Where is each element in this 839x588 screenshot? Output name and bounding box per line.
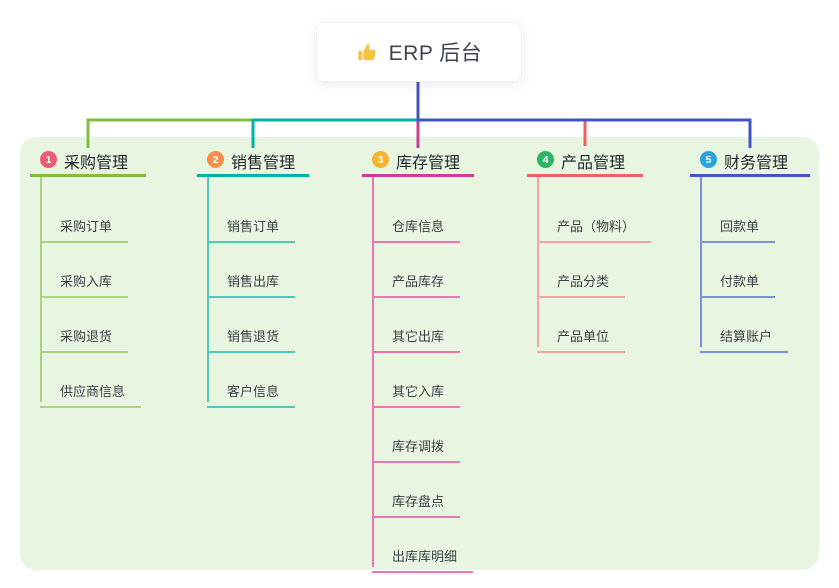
child-node-label: 供应商信息 <box>60 384 126 399</box>
child-node[interactable]: 采购订单 <box>40 195 129 243</box>
child-node[interactable]: 销售订单 <box>207 195 296 243</box>
child-node-label: 仓库信息 <box>392 219 445 234</box>
branch-spine-line <box>40 177 42 402</box>
branch-header[interactable]: 1 采购管理 <box>30 147 146 177</box>
branch-spine-line <box>700 177 702 347</box>
branch-header[interactable]: 2 销售管理 <box>197 147 309 177</box>
child-node-label: 销售退货 <box>227 329 280 344</box>
branch-spine-line <box>207 177 209 402</box>
branch-number-badge: 5 <box>700 151 717 168</box>
child-node[interactable]: 采购退货 <box>40 305 129 353</box>
child-node[interactable]: 出库库明细 <box>372 525 474 573</box>
child-node-label: 采购入库 <box>60 274 113 289</box>
child-node-label: 其它出库 <box>392 329 445 344</box>
branch-title: 库存管理 <box>396 154 461 172</box>
child-node[interactable]: 仓库信息 <box>372 195 461 243</box>
child-node-label: 销售出库 <box>227 274 280 289</box>
branch-title: 财务管理 <box>724 154 789 172</box>
child-node-label: 库存调拨 <box>392 439 445 454</box>
child-node-label: 产品分类 <box>557 274 610 289</box>
child-node-label: 回款单 <box>720 219 760 234</box>
child-node-label: 出库库明细 <box>392 549 458 564</box>
branch-number-badge: 4 <box>537 151 554 168</box>
branch-spine-line <box>537 177 539 347</box>
child-node[interactable]: 产品库存 <box>372 250 461 298</box>
child-node-label: 采购退货 <box>60 329 113 344</box>
thumbs-up-icon <box>356 41 379 64</box>
child-node[interactable]: 付款单 <box>700 250 776 298</box>
child-node[interactable]: 供应商信息 <box>40 360 142 408</box>
child-node[interactable]: 其它入库 <box>372 360 461 408</box>
branch-title: 产品管理 <box>561 154 626 172</box>
child-node[interactable]: 其它出库 <box>372 305 461 353</box>
branch-spine-line <box>372 177 374 567</box>
child-node[interactable]: 库存盘点 <box>372 470 461 518</box>
root-node-erp[interactable]: ERP 后台 <box>316 22 522 82</box>
branch-number-badge: 2 <box>207 151 224 168</box>
branch-header[interactable]: 4 产品管理 <box>527 147 643 177</box>
branch-number-badge: 3 <box>372 151 389 168</box>
child-node[interactable]: 销售退货 <box>207 305 296 353</box>
child-node[interactable]: 产品分类 <box>537 250 626 298</box>
child-node-label: 产品单位 <box>557 329 610 344</box>
child-node[interactable]: 销售出库 <box>207 250 296 298</box>
child-node-label: 采购订单 <box>60 219 113 234</box>
child-node-label: 产品（物料） <box>557 219 636 234</box>
branch-header[interactable]: 5 财务管理 <box>690 147 810 177</box>
child-node-label: 结算账户 <box>720 329 773 344</box>
child-node-label: 产品库存 <box>392 274 445 289</box>
branch-number-badge: 1 <box>40 151 57 168</box>
child-node-label: 客户信息 <box>227 384 280 399</box>
mindmap-panel <box>20 137 819 570</box>
child-node-label: 其它入库 <box>392 384 445 399</box>
branch-title: 采购管理 <box>64 154 129 172</box>
child-node-label: 库存盘点 <box>392 494 445 509</box>
child-node-label: 销售订单 <box>227 219 280 234</box>
branch-header[interactable]: 3 库存管理 <box>362 147 474 177</box>
child-node[interactable]: 结算账户 <box>700 305 789 353</box>
child-node[interactable]: 产品单位 <box>537 305 626 353</box>
child-node[interactable]: 回款单 <box>700 195 776 243</box>
branch-title: 销售管理 <box>231 154 296 172</box>
child-node[interactable]: 采购入库 <box>40 250 129 298</box>
child-node[interactable]: 产品（物料） <box>537 195 652 243</box>
child-node-label: 付款单 <box>720 274 760 289</box>
root-node-title: ERP 后台 <box>388 42 483 65</box>
child-node[interactable]: 库存调拨 <box>372 415 461 463</box>
child-node[interactable]: 客户信息 <box>207 360 296 408</box>
